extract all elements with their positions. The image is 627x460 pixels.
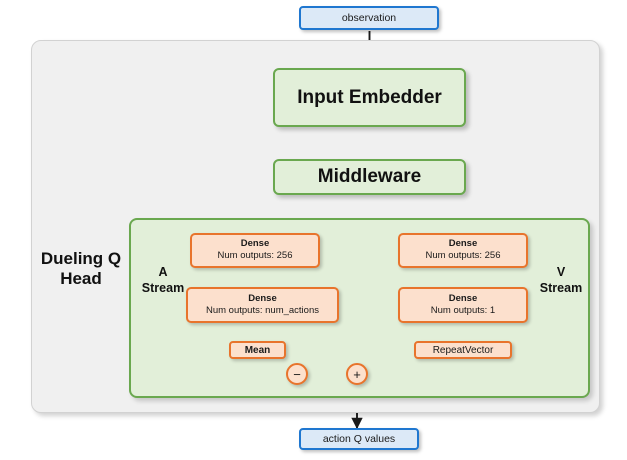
middleware-block: Middleware [273, 159, 466, 195]
v-stream-label-line2: Stream [539, 280, 583, 295]
v-stream-dense-1-title: Dense [448, 292, 478, 304]
a-stream-label-line2: Stream [141, 280, 185, 295]
repeat-vector-box-label: RepeatVector [432, 344, 494, 356]
action-q-values-node: action Q values [299, 428, 419, 450]
a-stream-dense-256-title: Dense [240, 238, 270, 250]
v-stream-label-line1: V [556, 265, 566, 279]
a-stream-dense-256-sub: Num outputs: 256 [217, 250, 293, 262]
input-embedder-block: Input Embedder [273, 68, 466, 127]
a-stream-label: A Stream [137, 265, 189, 296]
add-operator-glyph: + [353, 366, 361, 382]
observation-node: observation [299, 6, 439, 30]
v-stream-dense-256-title: Dense [448, 238, 478, 250]
v-stream-dense-256: Dense Num outputs: 256 [398, 233, 528, 268]
dueling-q-head-label-line1: Dueling Q [40, 249, 122, 268]
input-embedder-label: Input Embedder [297, 86, 442, 108]
subtract-operator: − [286, 363, 308, 385]
a-stream-dense-num-actions-sub: Num outputs: num_actions [205, 304, 319, 316]
dueling-q-head-label-line2: Head [60, 268, 102, 288]
dueling-q-head-label: Dueling Q Head [35, 249, 127, 288]
action-q-values-label: action Q values [322, 433, 396, 445]
a-stream-dense-256: Dense Num outputs: 256 [190, 233, 320, 268]
mean-box-label: Mean [244, 344, 271, 356]
v-stream-dense-256-sub: Num outputs: 256 [425, 250, 501, 262]
observation-label: observation [341, 12, 397, 24]
mean-box: Mean [229, 341, 286, 359]
a-stream-dense-num-actions-title: Dense [248, 292, 277, 304]
repeat-vector-box: RepeatVector [414, 341, 512, 359]
a-stream-dense-num-actions: Dense Num outputs: num_actions [186, 287, 339, 323]
subtract-operator-glyph: − [293, 366, 301, 382]
v-stream-dense-1: Dense Num outputs: 1 [398, 287, 528, 323]
v-stream-dense-1-sub: Num outputs: 1 [430, 304, 496, 316]
middleware-label: Middleware [317, 166, 422, 187]
v-stream-label: V Stream [535, 265, 587, 296]
add-operator: + [346, 363, 368, 385]
a-stream-label-line1: A [158, 265, 168, 279]
